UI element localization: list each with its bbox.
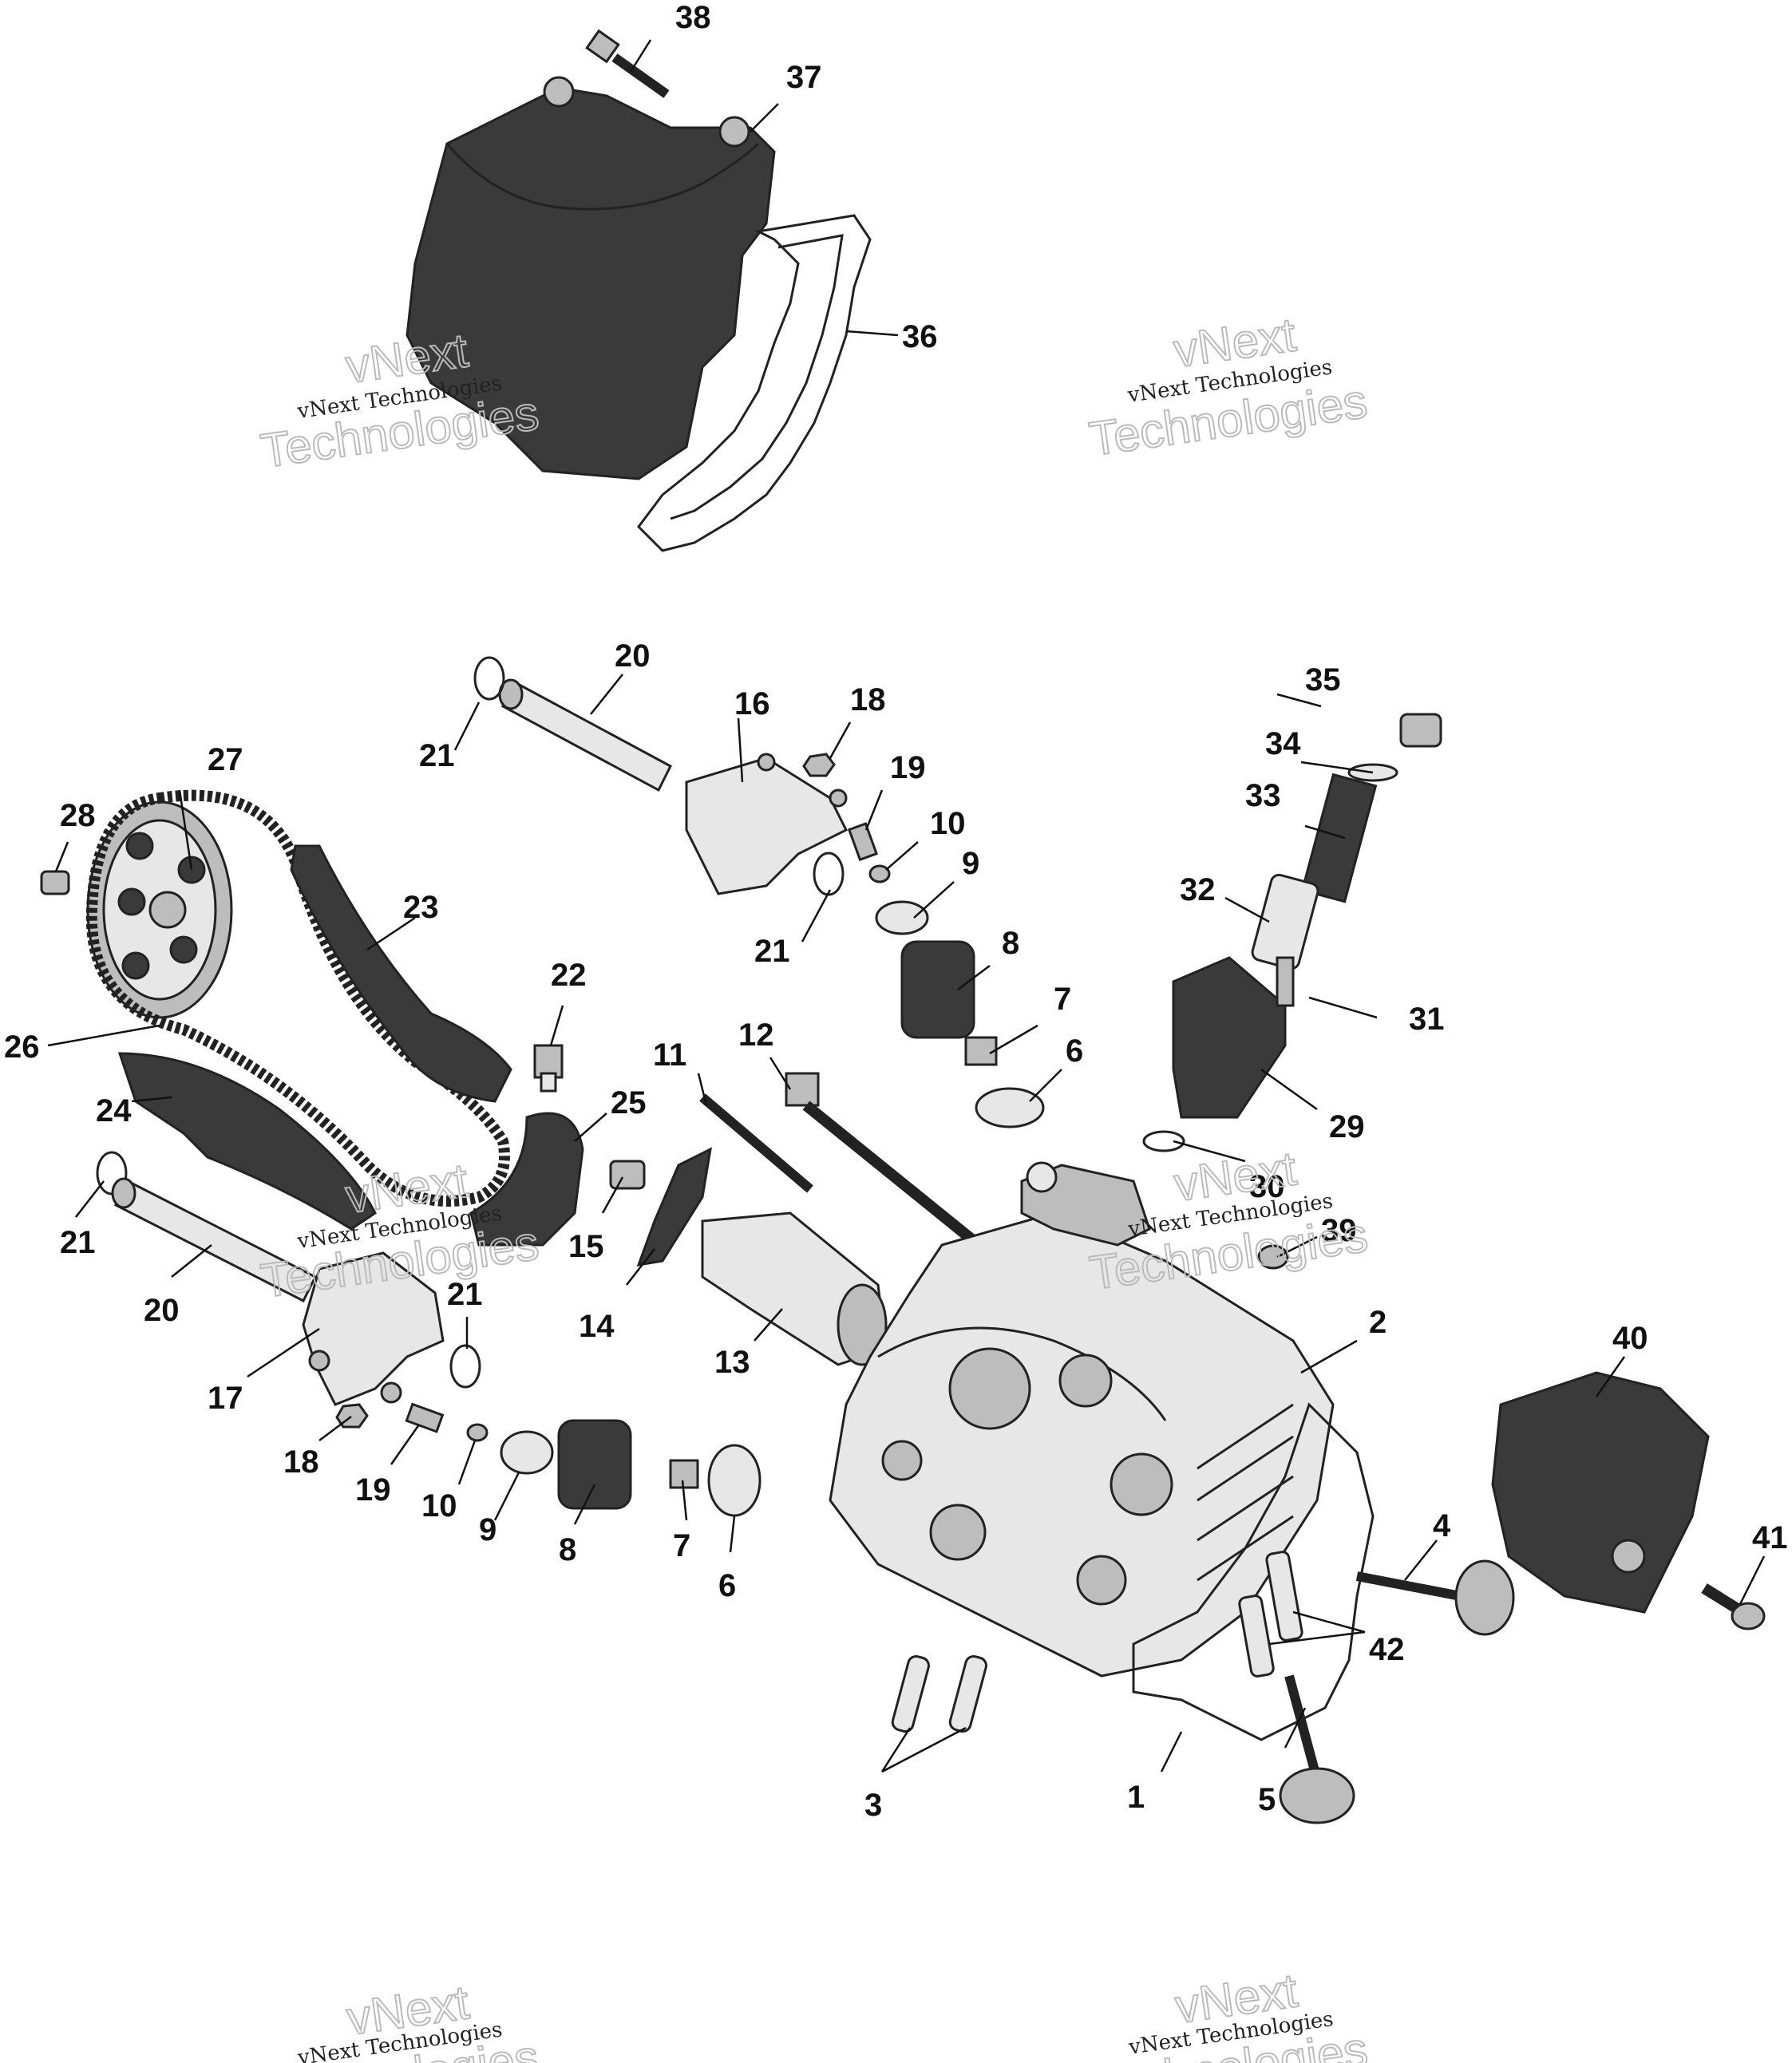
circlip-21-d — [449, 1344, 481, 1389]
callout-21-c: 21 — [60, 1225, 96, 1260]
bracket-40 — [1491, 1371, 1710, 1614]
callout-25: 25 — [611, 1085, 647, 1120]
valve-cover — [405, 76, 776, 480]
callout-20-upper: 20 — [615, 638, 651, 674]
callout-42: 42 — [1369, 1632, 1405, 1667]
callout-17: 17 — [208, 1381, 243, 1416]
leader-lines — [47, 39, 1766, 1773]
callout-6-upper: 6 — [1066, 1033, 1083, 1069]
bolt-41 — [1701, 1583, 1766, 1630]
head-gasket — [1132, 1402, 1375, 1741]
cylinder-head — [829, 1211, 1335, 1678]
rocker-arm-upper — [685, 753, 849, 895]
callout-18-lower: 18 — [283, 1444, 319, 1480]
rocker-shaft-lower — [111, 1177, 318, 1303]
callout-16: 16 — [734, 686, 770, 721]
tensioner-shoe — [469, 1112, 584, 1247]
pin-22 — [533, 1044, 564, 1093]
callout-27: 27 — [208, 742, 243, 777]
callout-15: 15 — [568, 1229, 604, 1264]
callout-1: 1 — [1127, 1780, 1145, 1815]
callout-20-lower: 20 — [144, 1293, 180, 1328]
callout-7-upper: 7 — [1054, 982, 1071, 1017]
adjuster-screw-19-upper — [847, 822, 879, 862]
valve-guides — [1238, 1551, 1303, 1678]
callout-2: 2 — [1369, 1305, 1387, 1340]
pin-15 — [609, 1160, 646, 1190]
callout-5: 5 — [1258, 1782, 1276, 1817]
callout-24: 24 — [96, 1093, 132, 1128]
adjuster-screw-19-lower — [405, 1402, 445, 1433]
plug-39 — [1257, 1244, 1289, 1270]
valve-spring-assembly-lower — [466, 1419, 762, 1517]
callout-40: 40 — [1612, 1321, 1648, 1356]
callout-19-upper: 19 — [890, 750, 926, 785]
exhaust-valve — [1279, 1674, 1355, 1824]
bolt-28 — [40, 870, 70, 895]
callout-12: 12 — [738, 1018, 774, 1053]
bolt-11 — [699, 1093, 813, 1193]
callout-29: 29 — [1329, 1109, 1365, 1144]
callout-9-upper: 9 — [962, 846, 979, 881]
watermark-top-right: vNext Technologies vNext Technologies — [1086, 306, 1371, 467]
callout-22: 22 — [551, 958, 587, 993]
callouts: 38 37 36 20 21 16 18 19 10 9 21 8 7 6 35… — [4, 0, 1788, 1823]
callout-18-upper: 18 — [850, 682, 886, 717]
callout-3: 3 — [864, 1788, 882, 1823]
nut-18-upper — [802, 753, 836, 777]
circlip-21-b — [813, 852, 845, 896]
dowel-pins — [891, 1654, 987, 1733]
rocker-shaft-upper — [498, 678, 672, 792]
timing-sprocket — [86, 800, 233, 1019]
callout-10-lower: 10 — [421, 1488, 457, 1524]
callout-4: 4 — [1433, 1508, 1451, 1543]
callout-32: 32 — [1180, 872, 1216, 907]
callout-11: 11 — [653, 1037, 686, 1073]
callout-41: 41 — [1752, 1520, 1788, 1555]
callout-21-a: 21 — [419, 738, 455, 773]
chain-guide-24 — [117, 1052, 377, 1231]
circlip-21-a — [473, 656, 505, 701]
callout-19-lower: 19 — [355, 1472, 391, 1508]
callout-21-d: 21 — [447, 1277, 483, 1312]
callout-10-upper: 10 — [930, 806, 966, 841]
callout-28: 28 — [60, 798, 96, 833]
callout-33: 33 — [1245, 778, 1281, 813]
watermark-bottom-left: vNext Technologies vNext Technologies — [257, 1974, 543, 2063]
callout-14: 14 — [579, 1309, 615, 1344]
bolt-38 — [585, 29, 670, 98]
callout-35: 35 — [1305, 662, 1341, 698]
callout-6-lower: 6 — [718, 1568, 736, 1603]
callout-37: 37 — [786, 60, 822, 95]
callout-23: 23 — [403, 890, 439, 925]
camshaft — [701, 1211, 888, 1366]
chain-guide-23 — [290, 844, 512, 1103]
callout-9-lower: 9 — [479, 1512, 496, 1547]
decompressor-plate — [636, 1147, 712, 1267]
valve-cover-gasket — [637, 214, 872, 552]
callout-30: 30 — [1249, 1169, 1285, 1204]
rocker-arm-lower — [302, 1251, 445, 1406]
bolt-12 — [785, 1072, 978, 1246]
valve-spring-assembly-upper — [868, 864, 1045, 1128]
callout-26: 26 — [4, 1030, 40, 1065]
callout-34: 34 — [1265, 726, 1301, 761]
callout-21-b: 21 — [754, 934, 790, 969]
callout-39: 39 — [1321, 1213, 1357, 1248]
callout-8-upper: 8 — [1002, 926, 1019, 961]
callout-31: 31 — [1409, 1002, 1445, 1037]
callout-38: 38 — [675, 0, 711, 35]
watermark-bottom-right: vNext Technologies vNext Technologies — [1086, 1962, 1371, 2063]
intake-valve — [1355, 1559, 1515, 1636]
callout-13: 13 — [714, 1345, 750, 1380]
intake-boss — [1020, 1161, 1151, 1247]
chain-tensioner — [1142, 713, 1442, 1152]
callout-36: 36 — [902, 319, 938, 354]
callout-8-lower: 8 — [559, 1532, 576, 1567]
callout-7-lower: 7 — [673, 1528, 690, 1563]
